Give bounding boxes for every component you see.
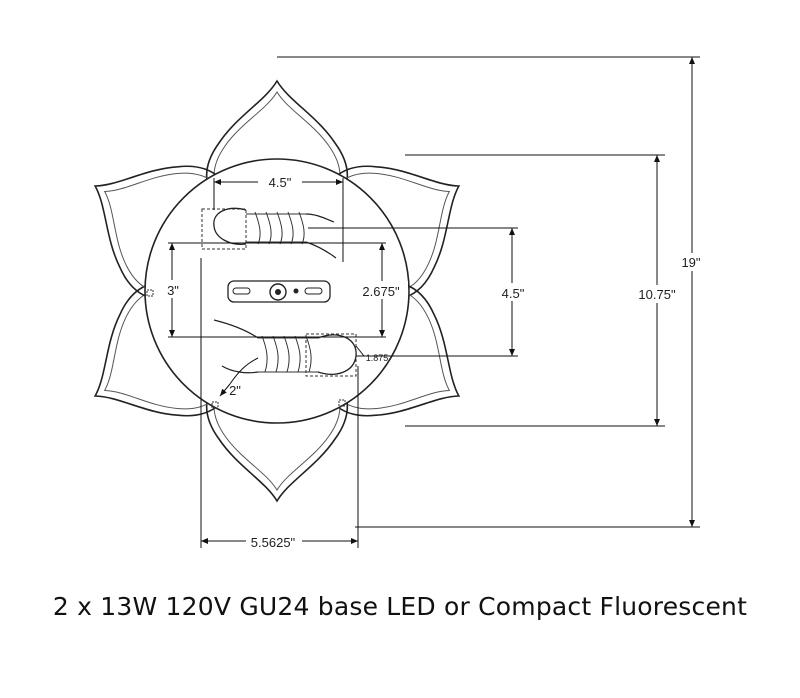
dim-left-offset: 3" (167, 283, 179, 298)
caption: 2 x 13W 120V GU24 base LED or Compact Fl… (52, 592, 748, 621)
dim-lamp-spacing: 4.5" (502, 286, 525, 301)
dim-bottom-offset: 2" (229, 383, 241, 398)
dim-bottom-width: 5.5625" (251, 535, 296, 550)
marker-bottom-right (338, 399, 346, 407)
dim-mount-offset: 2.675" (362, 284, 400, 299)
mounting-plate (227, 280, 331, 303)
dim-small-offset: 1.875 (366, 353, 389, 363)
dim-petal-span: 10.75" (638, 287, 676, 302)
dim-top-width: 4.5" (269, 175, 292, 190)
marker-bottom-left (211, 401, 219, 409)
fixture-diagram: 4.5" 3" 2.675" 4.5" 10.75" 19" 1.875 2" … (59, 56, 701, 550)
dim-overall-height: 19" (681, 255, 700, 270)
dimension-lines (168, 56, 700, 548)
marker-left (146, 289, 154, 297)
